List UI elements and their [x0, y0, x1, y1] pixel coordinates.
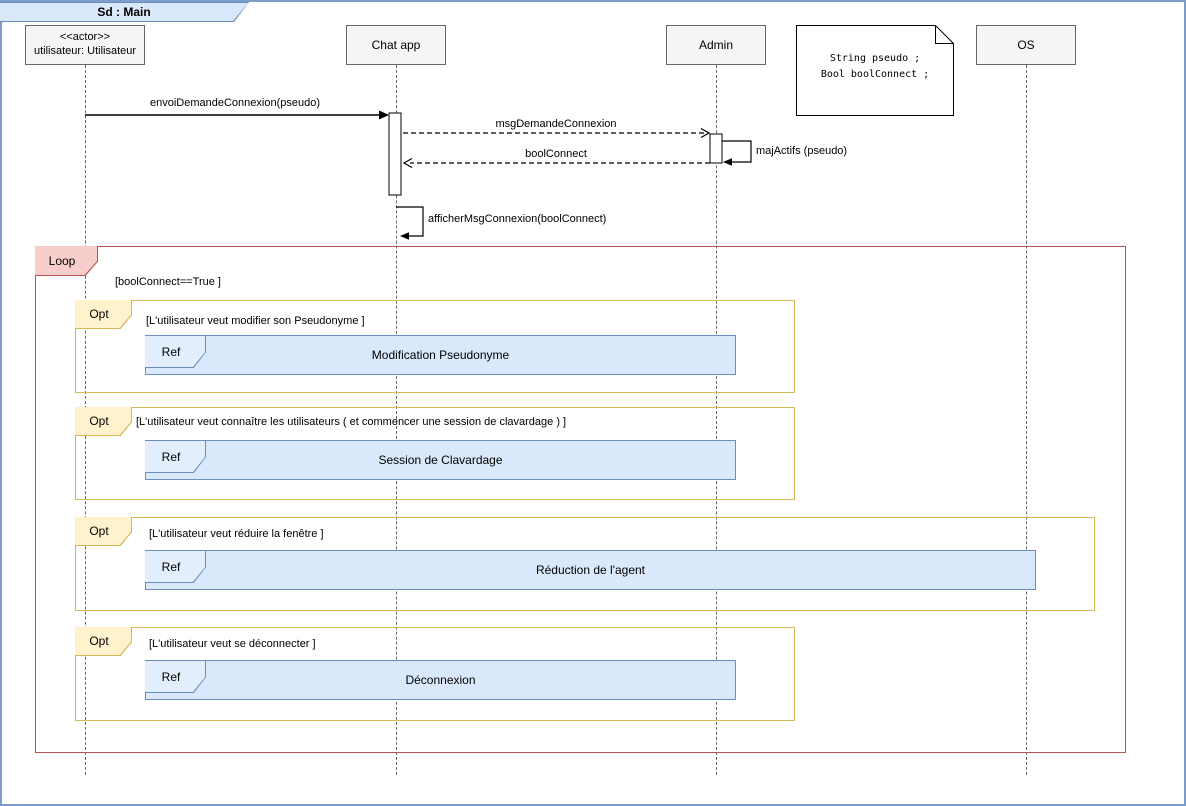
lifeline-admin	[715, 65, 717, 775]
ref2-label: Ref	[145, 441, 205, 472]
loop-label-pentagon: Loop	[35, 246, 98, 276]
note-outline-icon	[796, 25, 954, 116]
lifeline-head-admin: Admin	[666, 25, 766, 65]
note-shape: String pseudo ; Bool boolConnect ;	[796, 25, 954, 116]
ref1-title: Modification Pseudonyme	[371, 348, 510, 362]
ref3-title: Réduction de l'agent	[535, 563, 646, 577]
opt3-label: Opt	[75, 517, 131, 545]
opt4-label-pentagon: Opt	[75, 627, 132, 656]
opt3-label-pentagon: Opt	[75, 517, 132, 546]
lifeline-head-actor: <<actor>> utilisateur: Utilisateur	[25, 25, 145, 65]
ref2-title: Session de Clavardage	[378, 453, 503, 467]
ref3-label-pentagon: Ref	[145, 550, 206, 583]
ref4-title: Déconnexion	[405, 673, 476, 687]
ref-session-clavardage: Session de Clavardage Ref	[145, 440, 736, 480]
note-line-2: Bool boolConnect ;	[820, 69, 930, 80]
message-msgdemande-label: msgDemandeConnexion	[495, 118, 617, 130]
ref4-label: Ref	[145, 661, 205, 692]
opt4-label: Opt	[75, 627, 131, 655]
opt-fragment-2: Opt [L'utilisateur veut connaître les ut…	[75, 407, 795, 500]
chat-app-name: Chat app	[371, 37, 421, 52]
ref3-label: Ref	[145, 551, 205, 582]
ref4-label-pentagon: Ref	[145, 660, 206, 693]
ref-modification-pseudonyme: Modification Pseudonyme Ref	[145, 335, 736, 375]
lifeline-os	[1025, 65, 1027, 775]
opt2-label-pentagon: Opt	[75, 407, 132, 436]
message-envoi-label: envoiDemandeConnexion(pseudo)	[149, 97, 320, 109]
lifeline-head-chat-app: Chat app	[346, 25, 446, 65]
opt-fragment-3: Opt [L'utilisateur veut réduire la fenêt…	[75, 517, 1095, 611]
opt-fragment-4: Opt [L'utilisateur veut se déconnecter ]	[75, 627, 795, 721]
opt1-guard: [L'utilisateur veut modifier son Pseudon…	[146, 315, 365, 327]
admin-name: Admin	[698, 37, 733, 52]
opt-fragment-1: Opt [L'utilisateur veut modifier son Pse…	[75, 300, 795, 393]
lifeline-chat-app	[395, 65, 397, 775]
opt2-label: Opt	[75, 407, 131, 435]
ref1-label: Ref	[145, 336, 205, 367]
loop-guard: [boolConnect==True ]	[115, 276, 221, 288]
opt2-guard: [L'utilisateur veut connaître les utilis…	[136, 416, 567, 428]
note-line-1: String pseudo ;	[829, 53, 921, 64]
diagram-title: Sd : Main	[0, 3, 248, 21]
message-afficher-label: afficherMsgConnexion(boolConnect)	[428, 213, 607, 225]
lifeline-head-os: OS	[976, 25, 1076, 65]
ref-reduction-agent: Réduction de l'agent Ref	[145, 550, 1036, 590]
ref2-label-pentagon: Ref	[145, 440, 206, 473]
ref1-label-pentagon: Ref	[145, 335, 206, 368]
opt4-guard: [L'utilisateur veut se déconnecter ]	[149, 638, 316, 650]
os-name: OS	[1017, 37, 1035, 52]
opt1-label: Opt	[75, 300, 131, 328]
loop-label: Loop	[35, 246, 97, 275]
actor-name: utilisateur: Utilisateur	[33, 45, 137, 57]
message-boolconnect-label: boolConnect	[525, 148, 587, 160]
loop-fragment: Loop [boolConnect==True ]	[35, 246, 1126, 753]
diagram-title-tab: Sd : Main	[0, 2, 249, 22]
actor-stereotype: <<actor>>	[59, 31, 111, 44]
ref-deconnexion: Déconnexion Ref	[145, 660, 736, 700]
opt1-label-pentagon: Opt	[75, 300, 132, 329]
message-majactifs-label: majActifs (pseudo)	[756, 145, 848, 157]
opt3-guard: [L'utilisateur veut réduire la fenêtre ]	[149, 528, 324, 540]
